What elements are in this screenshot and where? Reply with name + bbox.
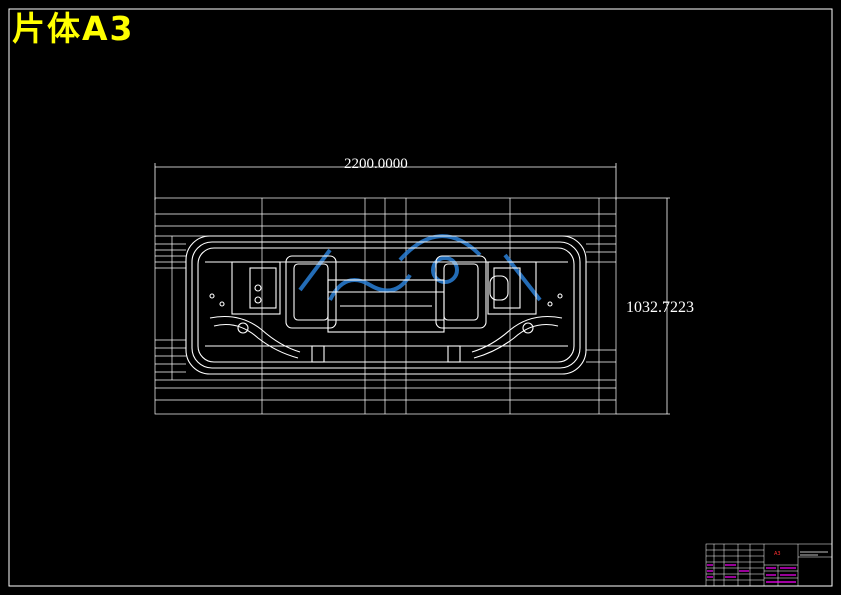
component-outline [185, 235, 587, 375]
width-dimension [154, 163, 617, 200]
height-dimension-value: 1032.7223 [626, 299, 694, 316]
height-dimension [616, 197, 670, 415]
drawing-title: 片体A3 [12, 9, 135, 48]
title-block [705, 543, 833, 587]
sheet-border [8, 8, 833, 587]
title-block-sheet-size: A3 [774, 551, 781, 557]
width-dimension-value: 2200.0000 [344, 156, 408, 172]
